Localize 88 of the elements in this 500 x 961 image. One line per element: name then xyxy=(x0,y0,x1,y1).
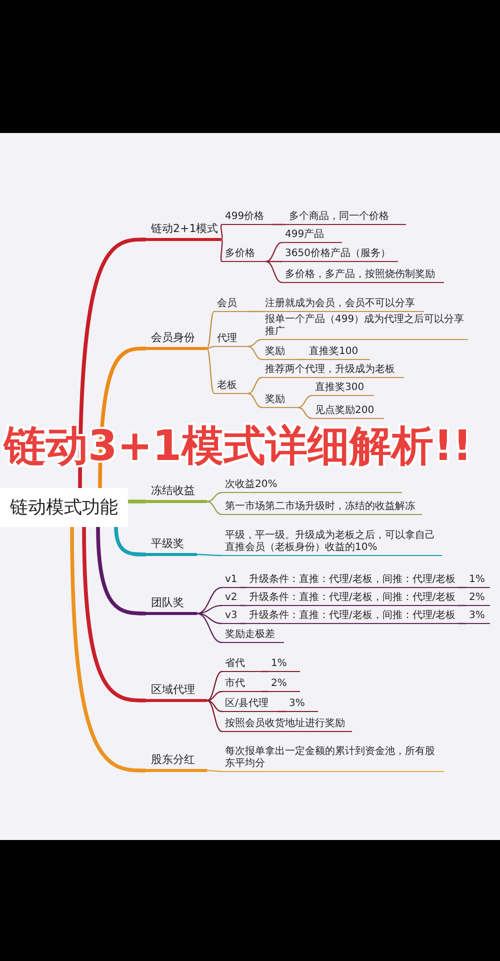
subtopic: v2 xyxy=(222,592,240,606)
subtopic: 1% xyxy=(466,574,490,588)
connector xyxy=(196,586,223,614)
connector xyxy=(247,338,263,348)
branch-topic: 链动2+1模式 xyxy=(145,222,222,241)
connector xyxy=(261,690,269,692)
subtopic: 多个商品，同一个价格 xyxy=(286,211,406,225)
branch-topic: 团队奖 xyxy=(145,596,197,615)
connector xyxy=(220,238,223,262)
branch-topic: 股东分红 xyxy=(145,753,207,772)
branch-topic: 会员身份 xyxy=(145,331,207,350)
branch-connector xyxy=(96,525,147,616)
subtopic: 499产品 xyxy=(282,229,342,243)
subtopic: 会员 xyxy=(214,298,248,312)
subtopic: 代理 xyxy=(214,333,248,347)
subtopic: 升级条件：直推：代理/老板，间推：代理/老板 xyxy=(246,592,458,606)
subtopic: 2% xyxy=(268,678,300,692)
connector xyxy=(247,392,263,408)
connector xyxy=(297,406,313,420)
subtopic: 省代 xyxy=(222,658,262,672)
subtopic: 见点奖励200 xyxy=(312,405,384,419)
connector xyxy=(297,358,307,360)
connector xyxy=(206,700,223,712)
connector xyxy=(457,586,467,588)
subtopic: 1% xyxy=(268,658,300,672)
subtopic: 499价格 xyxy=(222,211,272,225)
connector xyxy=(206,346,215,350)
connector xyxy=(206,700,223,732)
subtopic: 奖励 xyxy=(262,394,298,408)
connector xyxy=(206,492,223,502)
subtopic: 奖励 xyxy=(262,346,298,360)
connector xyxy=(265,260,283,284)
connector xyxy=(206,690,223,702)
connector xyxy=(247,346,263,360)
subtopic: 每次报单拿出一定金额的累计到资金池，所有股东平均分 xyxy=(222,746,444,772)
subtopic: 3% xyxy=(286,698,318,712)
subtopic: 报单一个产品（499）成为代理之后可以分享推广 xyxy=(262,314,468,340)
branch-topic: 冻结收益 xyxy=(145,484,207,503)
connector xyxy=(239,586,247,588)
subtopic: 3650价格产品（服务） xyxy=(282,248,398,262)
connector xyxy=(247,310,263,312)
connector xyxy=(206,500,223,516)
branch-topic: 区域代理 xyxy=(145,683,207,702)
subtopic: 注册就成为会员，会员不可以分享 xyxy=(262,298,424,312)
branch-connector xyxy=(114,525,147,556)
connector xyxy=(196,554,223,556)
connector xyxy=(196,612,223,644)
connector xyxy=(457,604,467,606)
subtopic: 市代 xyxy=(222,678,262,692)
branch-connector xyxy=(82,525,147,702)
subtopic: 2% xyxy=(466,592,490,606)
connector xyxy=(239,622,247,624)
subtopic: 升级条件：直推：代理/老板，间推：代理/老板 xyxy=(246,610,458,624)
subtopic: 奖励走极差 xyxy=(222,629,284,643)
subtopic: v3 xyxy=(222,610,240,624)
subtopic: 推荐两个代理，升级成为老板 xyxy=(262,364,404,378)
branch-connector xyxy=(126,500,147,504)
subtopic: 直推奖100 xyxy=(306,346,370,360)
connector xyxy=(261,670,269,672)
branch-connector xyxy=(70,525,147,772)
connector xyxy=(247,376,263,394)
connector xyxy=(265,260,283,262)
branch-topic: 平级奖 xyxy=(145,537,197,556)
central-topic-box: 链动模式功能 xyxy=(0,488,128,527)
connector xyxy=(271,224,287,226)
connector xyxy=(457,622,467,624)
subtopic: 升级条件：直推：代理/老板，间推：代理/老板 xyxy=(246,574,458,588)
subtopic: 多价格，多产品，按照烧伤制奖励 xyxy=(282,269,444,283)
subtopic: 直推奖300 xyxy=(312,382,374,396)
connector xyxy=(297,394,313,408)
connector xyxy=(265,242,283,262)
connector xyxy=(206,310,215,350)
subtopic: v1 xyxy=(222,574,240,588)
subtopic: 多价格 xyxy=(222,248,266,262)
connector xyxy=(239,604,247,606)
subtopic: 区/县代理 xyxy=(222,698,278,712)
subtopic: 老板 xyxy=(214,380,248,394)
subtopic: 按照会员收货地址进行奖励 xyxy=(222,718,352,732)
subtopic: 第一市场第二市场升级时，冻结的收益解冻 xyxy=(222,501,422,515)
connector xyxy=(277,710,287,712)
subtopic: 3% xyxy=(466,610,490,624)
connector xyxy=(206,348,215,394)
connector xyxy=(206,770,223,772)
subtopic: 平级，平一级。升级成为老板之后，可以拿自己直推会员（老板身份）收益的10% xyxy=(222,530,442,556)
connector xyxy=(196,604,223,614)
connector xyxy=(220,224,223,240)
subtopic: 次收益20% xyxy=(222,479,402,493)
connector xyxy=(206,670,223,702)
